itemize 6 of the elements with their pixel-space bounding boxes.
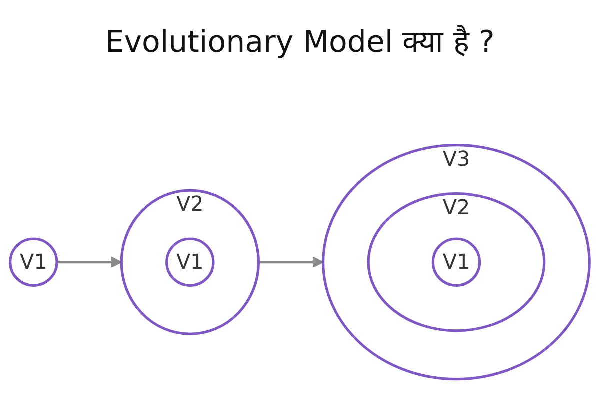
node-circle: V1 (9, 238, 58, 288)
arrow (258, 256, 324, 268)
title: Evolutionary Model क्या है ? (104, 24, 496, 62)
node-circle: V1 (166, 238, 215, 288)
arrow (57, 256, 122, 268)
node-circle: V1 (432, 238, 482, 288)
